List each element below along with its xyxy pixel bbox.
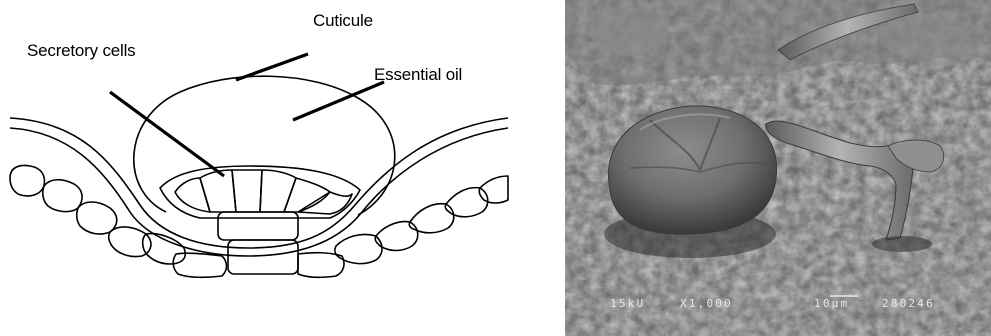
- label-secretory-cells: Secretory cells: [27, 42, 135, 59]
- epidermal-cells-left: [10, 166, 227, 278]
- sem-micrograph: 15kU X1,000 10μm 280246: [565, 0, 991, 336]
- cuticle-dome: [134, 76, 395, 215]
- leader-secretory-cells: [110, 92, 224, 176]
- epidermis-inner-curve: [10, 128, 508, 256]
- secretory-cell-group: [160, 166, 360, 274]
- sem-voltage: 15kU: [610, 297, 645, 310]
- label-essential-oil: Essential oil: [374, 66, 462, 83]
- sem-image-number: 280246: [882, 297, 935, 310]
- epidermis-outer-curve: [10, 118, 508, 248]
- leader-essential-oil: [293, 82, 384, 120]
- peltate-gland: [604, 106, 777, 258]
- label-cuticule: Cuticule: [313, 12, 373, 29]
- sem-magnification: X1,000: [680, 297, 733, 310]
- gland-diagram: [10, 54, 508, 277]
- sem-scale-label: 10μm: [814, 297, 849, 310]
